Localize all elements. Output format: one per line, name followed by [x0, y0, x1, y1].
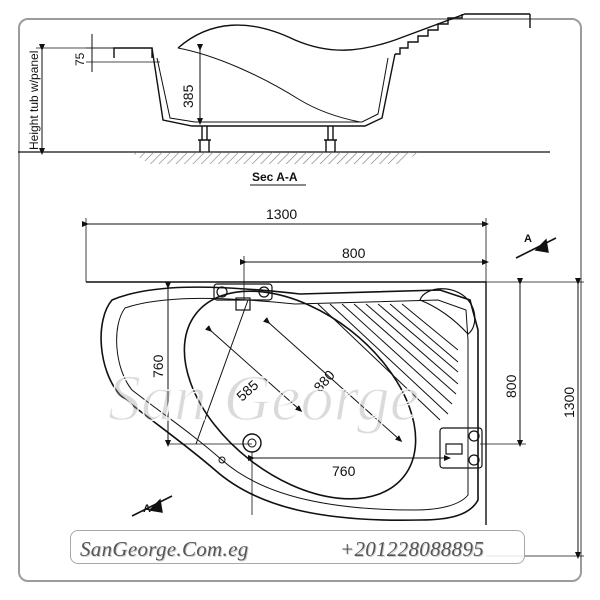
- faucet-top: [213, 283, 273, 311]
- footer-banner: [70, 530, 525, 564]
- tub-inner: [156, 57, 389, 123]
- marker-top-label: A: [524, 233, 532, 245]
- leg-left: [198, 126, 211, 152]
- plan-view: [82, 218, 584, 559]
- overflow: [218, 456, 226, 464]
- bottom-side-label: 760: [332, 463, 356, 479]
- rim-height-label: 75: [73, 52, 87, 66]
- section-marker-bottom-arrow: [148, 498, 163, 513]
- tub-body: [151, 47, 396, 127]
- section-view: [18, 13, 550, 164]
- faucet-right: [439, 427, 483, 469]
- depth-label: 385: [180, 84, 196, 108]
- left-rim: [113, 47, 153, 58]
- watermark-text: San George: [108, 362, 419, 435]
- basin-length-dim-line: [263, 317, 403, 442]
- left-side-label: 760: [150, 354, 166, 378]
- tub-outline: [100, 286, 479, 522]
- overall-depth-label: 1300: [561, 387, 577, 418]
- section-marker-bottom-line: [131, 495, 173, 517]
- headrest: [419, 288, 476, 335]
- headrest-curve: [177, 13, 500, 51]
- stepped-rim: [395, 14, 463, 55]
- backrest-line: [177, 47, 361, 123]
- drain-center: [247, 438, 257, 448]
- section-marker-top-line: [515, 237, 557, 259]
- right-inner-label: 800: [503, 374, 519, 398]
- drain: [242, 433, 262, 453]
- phone-text[interactable]: +201228088895: [340, 537, 485, 561]
- height-label: Height tub w/panel: [27, 51, 41, 150]
- section-marker-top-arrow: [534, 238, 549, 253]
- leg-right: [324, 126, 337, 152]
- overall-width-label: 1300: [266, 206, 297, 222]
- marker-bottom-label: A: [143, 503, 151, 515]
- website-text[interactable]: SanGeorge.Com.eg: [80, 537, 249, 561]
- top-inner-label: 800: [342, 245, 366, 261]
- floor-hatch: [130, 152, 420, 164]
- section-label: Sec A-A: [252, 170, 298, 184]
